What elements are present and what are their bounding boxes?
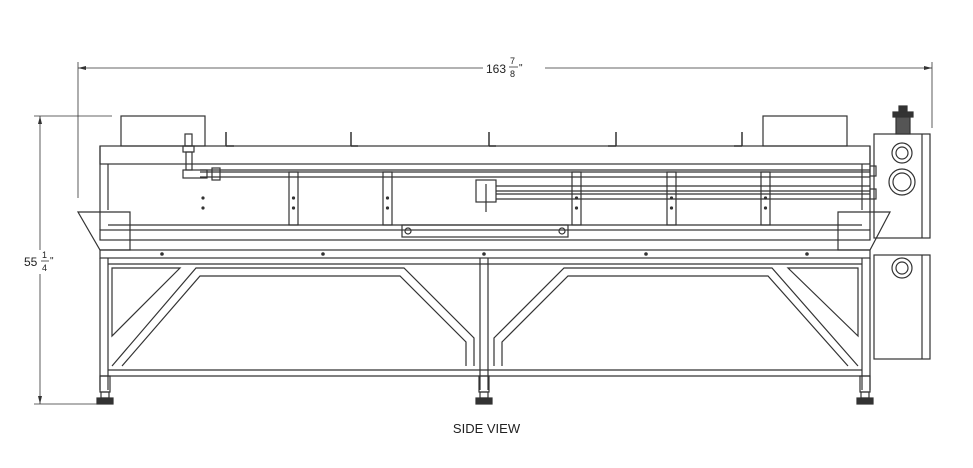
view-caption: SIDE VIEW — [452, 421, 521, 436]
right-top-hood — [762, 115, 848, 147]
pipework — [182, 133, 870, 212]
legs — [96, 375, 874, 405]
width-dimension-denominator: 8 — [510, 69, 515, 79]
top-brackets — [225, 132, 743, 147]
left-hopper — [76, 211, 131, 251]
height-dimension: 55 1 4 " — [24, 115, 112, 405]
motor — [892, 105, 914, 135]
lower-control-cabinet — [873, 254, 931, 360]
lower-stand — [99, 258, 871, 390]
height-dimension-denominator: 4 — [42, 263, 47, 273]
width-dimension-whole: 163 — [486, 62, 506, 76]
height-dimension-numerator: 1 — [42, 250, 47, 260]
width-dimension-numerator: 7 — [510, 56, 515, 66]
table-top — [99, 249, 871, 259]
upper-frame — [99, 145, 871, 230]
upper-control-cabinet — [869, 133, 931, 239]
height-dimension-whole: 55 — [24, 255, 38, 269]
width-dimension-unit: " — [519, 63, 523, 74]
right-hopper — [837, 211, 891, 251]
height-dimension-unit: " — [50, 256, 54, 267]
width-dimension: 163 7 8 " — [77, 56, 933, 198]
lower-rail — [99, 224, 871, 241]
